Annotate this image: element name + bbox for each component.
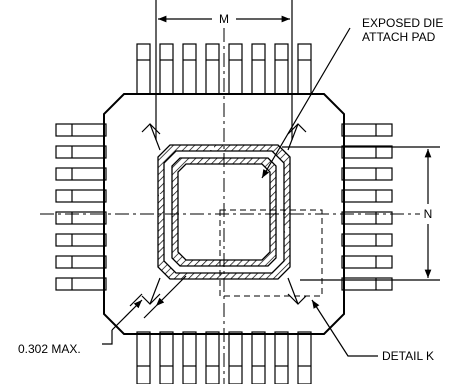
pad-leader — [261, 27, 351, 179]
top-leads — [136, 43, 312, 95]
package-body — [103, 93, 345, 335]
bottom-leads — [136, 331, 312, 384]
pad-label-line1: EXPOSED DIE — [362, 16, 443, 30]
left-leads — [55, 123, 107, 291]
dimension-m-label: M — [219, 12, 229, 26]
dimension-m — [155, 0, 293, 140]
dimension-n — [282, 146, 440, 281]
detail-k-leader — [311, 299, 378, 357]
max-dimension-callout — [102, 275, 187, 345]
right-leads — [341, 123, 393, 291]
detail-k-region — [219, 209, 323, 297]
tie-bars — [141, 123, 307, 305]
pad-label-line2: ATTACH PAD — [362, 30, 436, 44]
dimension-n-label: N — [424, 207, 433, 221]
center-lines — [40, 28, 420, 384]
max-dimension-label: 0.302 MAX. — [18, 342, 81, 356]
detail-k-label: DETAIL K — [382, 349, 434, 363]
